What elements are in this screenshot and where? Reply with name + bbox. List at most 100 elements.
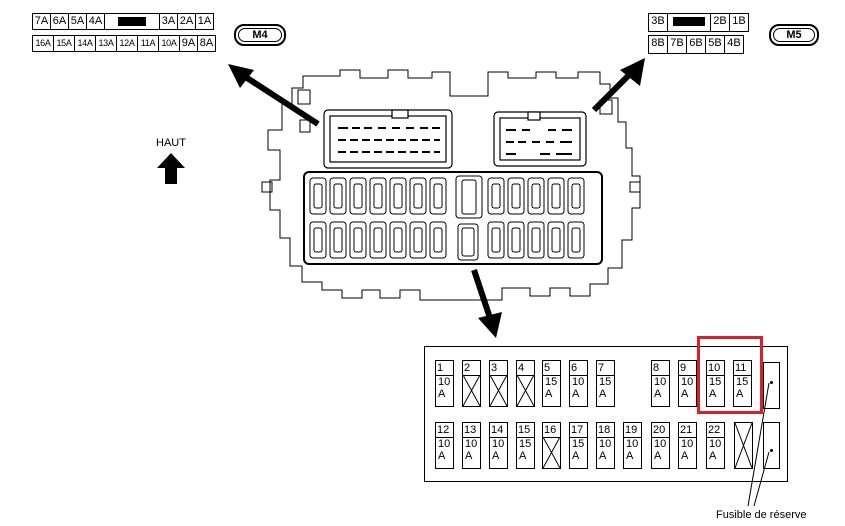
fuse-cavity-inner — [393, 183, 403, 209]
fuse-number: 7 — [597, 361, 614, 376]
fuse-amperage: 10 — [626, 438, 639, 450]
fuse-number: 2 — [463, 361, 480, 376]
fuse-unit: A — [654, 388, 662, 400]
fuse-cavity-inner — [551, 183, 561, 209]
fuse-unit: A — [465, 450, 473, 462]
fuse-amperage: 10 — [465, 438, 478, 450]
arrow-to-fuse-table-icon — [471, 269, 502, 338]
fuse-unit: A — [681, 388, 689, 400]
fuse-unit: A — [492, 450, 500, 462]
fuse-cavity-inner — [433, 183, 443, 209]
m5-blank-pin — [667, 13, 710, 32]
fuse-amperage: 15 — [519, 438, 532, 450]
fuse-number: 16 — [543, 423, 560, 438]
fuse-number: 13 — [463, 423, 480, 438]
fuse-3: 3 — [489, 360, 508, 407]
m4-pin: 3A — [159, 13, 177, 30]
fuse-number: 1 — [436, 361, 453, 376]
fuse-number: 10 — [707, 361, 724, 376]
m4-blank-pin — [104, 13, 159, 30]
fuse-cavity-inner — [333, 227, 343, 253]
m4-pin: 2A — [177, 13, 195, 30]
fuse-cavity-inner — [551, 227, 561, 253]
fuse-amperage: 10 — [681, 438, 694, 450]
fuse-number: 8 — [652, 361, 669, 376]
fuse-amperage: 10 — [654, 438, 667, 450]
fuse-table — [424, 346, 788, 482]
fuse-number: 15 — [517, 423, 534, 438]
m4-pin: 7A — [32, 13, 50, 30]
fuse-amperage: 10 — [681, 376, 694, 388]
fuse-cavity-inner — [413, 183, 423, 209]
fuse-cavity-inner — [531, 227, 541, 253]
fuse-4: 4 — [516, 360, 535, 407]
direction-label: HAUT — [156, 137, 186, 149]
fuse-number: 17 — [570, 423, 587, 438]
fuse-number: 22 — [707, 423, 724, 438]
m4-pin: 16A — [32, 35, 53, 52]
fuse-amperage: 10 — [438, 376, 451, 388]
m5-pin: 5B — [705, 35, 724, 54]
m5-bottom-pins: 8B 7B 6B 5B 4B — [648, 35, 744, 54]
fuse-cavity-inner — [353, 227, 363, 253]
fuse-cavity-inner — [413, 227, 423, 253]
fuse-amperage: 10 — [572, 376, 585, 388]
fuse-unit: A — [545, 388, 553, 400]
fuse-cavity-inner — [393, 227, 403, 253]
fuse-cavity-inner — [373, 227, 383, 253]
fuse-cavity-inner — [313, 183, 323, 209]
fuse-cavity-inner — [571, 183, 581, 209]
fuse-unit: A — [599, 388, 607, 400]
m4-pin: 14A — [74, 35, 95, 52]
fuse-number: 4 — [517, 361, 534, 376]
fuse-unit: A — [654, 450, 662, 462]
fuse-amperage: 10 — [654, 376, 667, 388]
fuse-cavity-inner — [333, 183, 343, 209]
fuse-number: 19 — [624, 423, 641, 438]
fuse-amperage: 10 — [709, 438, 722, 450]
fuse-cavity-inner — [373, 183, 383, 209]
fuse-unit: A — [572, 388, 580, 400]
fuse-amperage: 10 — [492, 438, 505, 450]
fuse-unit: A — [519, 450, 527, 462]
fuse-number: 6 — [570, 361, 587, 376]
fuse-number: 9 — [679, 361, 696, 376]
fuse-amperage: 15 — [572, 438, 585, 450]
m5-pin: 2B — [710, 13, 729, 32]
fuse-unit: A — [709, 450, 717, 462]
fuse-number: 21 — [679, 423, 696, 438]
fuse-unit: A — [709, 388, 717, 400]
fuse-unit: A — [572, 450, 580, 462]
m5-pin: 3B — [648, 13, 667, 32]
blank-fuse-slot — [734, 422, 753, 469]
fuse-unit: A — [438, 388, 446, 400]
m5-top-pins: 3B 2B 1B — [648, 13, 749, 32]
fuse-number: 14 — [490, 423, 507, 438]
fuse-cavity-inner — [353, 183, 363, 209]
fuse-unit: A — [626, 450, 634, 462]
m4-pin: 4A — [86, 13, 104, 30]
fuse-number: 12 — [436, 423, 453, 438]
m4-pin: 9A — [179, 35, 197, 52]
fuse-cavity-inner — [491, 227, 501, 253]
fuse-cavity-inner — [433, 227, 443, 253]
arrow-to-m4-icon — [228, 64, 320, 127]
fuse-16: 16 — [542, 422, 561, 469]
fuse-amperage: 10 — [438, 438, 451, 450]
m4-bottom-pins: 16A 15A 14A 13A 12A 11A 10A 9A 8A — [32, 35, 216, 52]
fuse-amperage: 15 — [599, 376, 612, 388]
m4-pin: 5A — [68, 13, 86, 30]
spare-fuse-label: Fusible de réserve — [716, 509, 807, 521]
fuse-cavity-inner — [491, 183, 501, 209]
